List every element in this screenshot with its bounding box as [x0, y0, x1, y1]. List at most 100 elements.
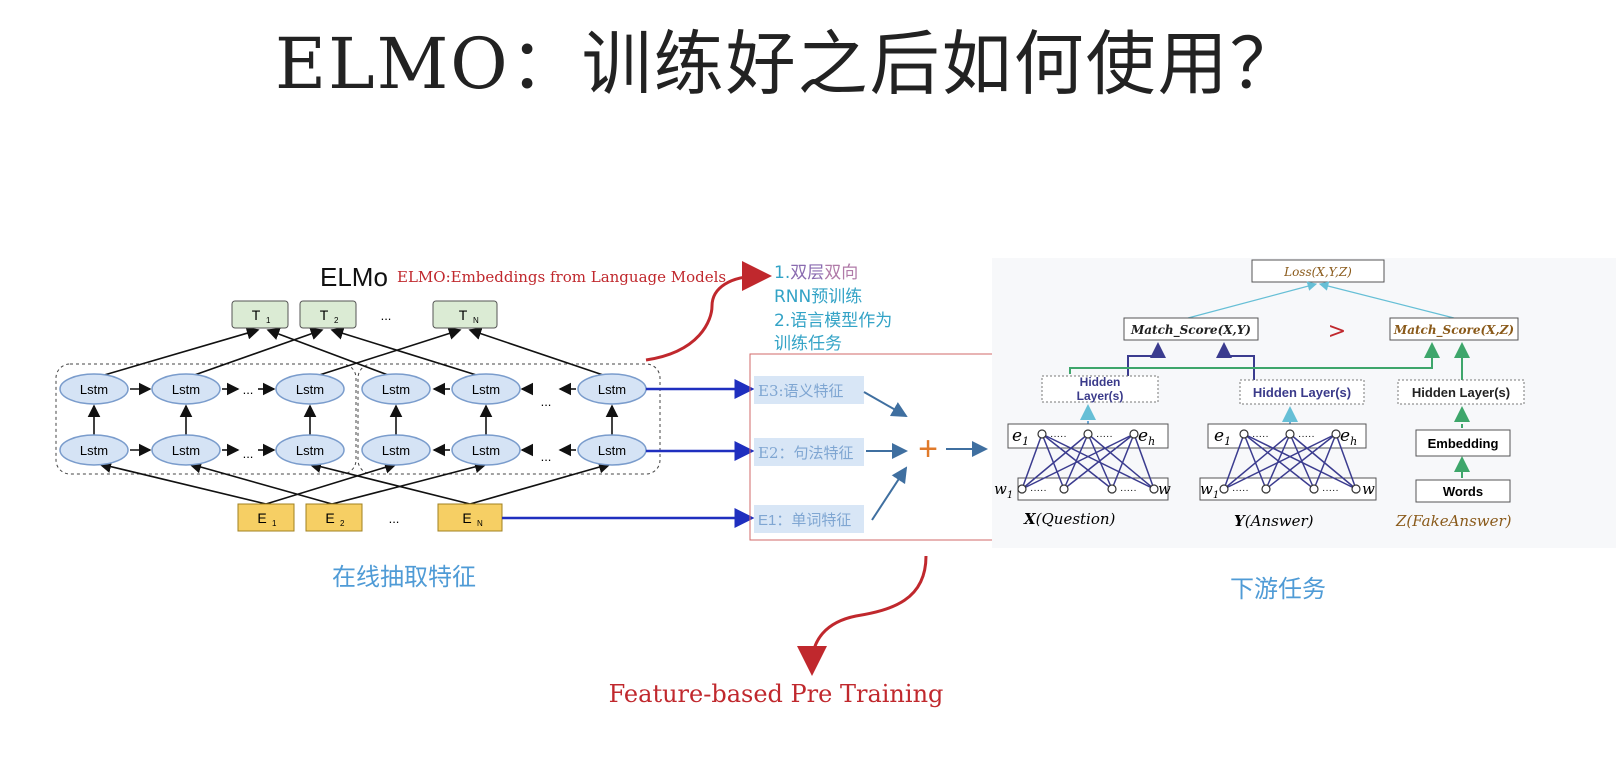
input-label: E	[325, 510, 334, 526]
q-dots-top-1: ·····	[1050, 431, 1067, 442]
output-box-t1	[231, 300, 289, 329]
embedding-box	[1415, 429, 1511, 457]
a-w1: w1	[1200, 480, 1219, 501]
loss-box	[1251, 259, 1385, 283]
vertical-lstm-arrows	[87, 404, 619, 437]
q-dots-top-2: ·····	[1096, 431, 1113, 442]
lstm-cell-label: Lstm	[172, 443, 200, 458]
lstm-cell	[151, 373, 221, 405]
lstm-cell-label: Lstm	[80, 382, 108, 397]
match-xy-box	[1123, 317, 1259, 341]
fake-answer-label: Z(FakeAnswer)	[1395, 512, 1512, 530]
input-subscript: 1	[272, 519, 277, 528]
question-nodes	[1017, 429, 1159, 494]
answer-input-row	[1199, 477, 1377, 501]
horizontal-lstm-arrows	[130, 382, 576, 457]
embedding-label: Embedding	[1428, 436, 1499, 451]
question-label: X(Question)	[1023, 510, 1116, 528]
answer-label: Y(Answer)	[1234, 512, 1314, 530]
hidden-mid-label: Hidden Layer(s)	[1253, 385, 1351, 400]
lstm-cell	[275, 434, 345, 466]
answer-nodes	[1219, 429, 1361, 494]
loss-label: Loss(X,Y,Z)	[1283, 265, 1352, 279]
ellipsis: ...	[381, 308, 392, 323]
combine-arrows	[863, 391, 988, 521]
lstm-cell-label: Lstm	[382, 443, 410, 458]
red-curve-arrow-notes	[645, 261, 772, 362]
loss-connections	[1187, 281, 1455, 319]
lstm-cell	[451, 434, 521, 466]
lstm-top-row: Lstm Lstm ... Lstm Lstm Lstm ... Lstm	[59, 373, 647, 409]
greater-sign: >	[1328, 319, 1346, 344]
a-dots-top-2: ·····	[1298, 431, 1315, 442]
output-label: T	[252, 307, 261, 323]
hidden-right-label: Hidden Layer(s)	[1412, 385, 1510, 400]
ellipsis: ...	[243, 382, 254, 397]
feature-labels: E3:语义特征 E2：句法特征 E1：单词特征	[754, 376, 864, 533]
match-xz-label: Match_Score(X,Z)	[1393, 323, 1514, 338]
q-e1: e1	[1012, 426, 1029, 448]
feature-e3: E3:语义特征	[758, 382, 844, 400]
q-eh: eh	[1138, 426, 1155, 448]
forward-lstm-group	[55, 363, 357, 475]
online-extract-caption: 在线抽取特征	[332, 563, 476, 591]
bottom-label: Feature-based Pre Training	[609, 680, 944, 708]
match-xz-box	[1389, 317, 1519, 341]
elmo-heading: ELMo	[320, 262, 388, 292]
words-label: Words	[1443, 484, 1483, 499]
a-dots-bottom-2: ·····	[1322, 485, 1339, 496]
q-w1: w1	[994, 480, 1013, 501]
hidden-layer-mid	[1239, 379, 1365, 405]
lstm-cell-label: Lstm	[472, 443, 500, 458]
feature-e1: E1：单词特征	[758, 512, 851, 529]
feature-e1-bg	[754, 505, 864, 533]
q-w: w	[1158, 480, 1171, 498]
question-edges	[1021, 433, 1155, 490]
downstream-task: Loss(X,Y,Z) Match_Score(X,Y) > Match_Sco…	[992, 258, 1616, 603]
lstm-cell	[59, 434, 129, 466]
input-box-en	[437, 503, 503, 532]
lstm-cell-label: Lstm	[382, 382, 410, 397]
lstm-cell	[361, 434, 431, 466]
output-box-t2	[299, 300, 357, 329]
output-subscript: 2	[334, 316, 339, 325]
output-label: T	[320, 307, 329, 323]
ellipsis: ...	[389, 511, 400, 526]
ellipsis: ...	[541, 394, 552, 409]
lstm-cell-label: Lstm	[80, 443, 108, 458]
answer-network: e1 ····· ····· eh w1 ····· ····· w Y(Ans…	[1199, 406, 1377, 530]
output-label: T	[459, 307, 468, 323]
feature-arrows	[502, 379, 755, 528]
notes-line-1a: 1.	[774, 263, 790, 283]
lstm-cell	[451, 373, 521, 405]
feature-e2: E2：句法特征	[758, 444, 854, 462]
ellipsis: ...	[541, 449, 552, 464]
notes: 1.双层双向 RNN预训练 2.语言模型作为 训练任务	[774, 263, 892, 354]
elmo-subtitle: ELMO:Embeddings from Language Models	[397, 268, 726, 286]
question-network: e1 ····· ····· eh w1 ····· ····· w X(Que…	[994, 404, 1171, 528]
notes-line-1c: 双向	[824, 263, 858, 283]
green-connectors	[1069, 342, 1470, 380]
notes-line-1: 1.双层双向	[774, 263, 858, 283]
output-box-tn	[432, 300, 498, 329]
input-connections	[98, 460, 612, 505]
lstm-cell-label: Lstm	[296, 382, 324, 397]
answer-edges	[1223, 433, 1357, 490]
a-dots-top-1: ·····	[1252, 431, 1269, 442]
input-box-e2	[305, 503, 363, 532]
words-box	[1415, 479, 1511, 503]
a-dots-bottom-1: ·····	[1232, 485, 1249, 496]
notes-line-2: RNN预训练	[774, 287, 862, 307]
q-dots-bottom-1: ·····	[1030, 485, 1047, 496]
notes-line-3: 2.语言模型作为	[774, 311, 892, 331]
lstm-cell-label: Lstm	[472, 382, 500, 397]
input-subscript: N	[477, 519, 483, 528]
a-e1: e1	[1214, 426, 1231, 448]
lstm-cell-label: Lstm	[172, 382, 200, 397]
notes-line-4: 训练任务	[774, 334, 842, 354]
match-xy-label: Match_Score(X,Y)	[1130, 323, 1251, 338]
input-label: E	[257, 510, 266, 526]
q-dots-bottom-2: ·····	[1120, 485, 1137, 496]
